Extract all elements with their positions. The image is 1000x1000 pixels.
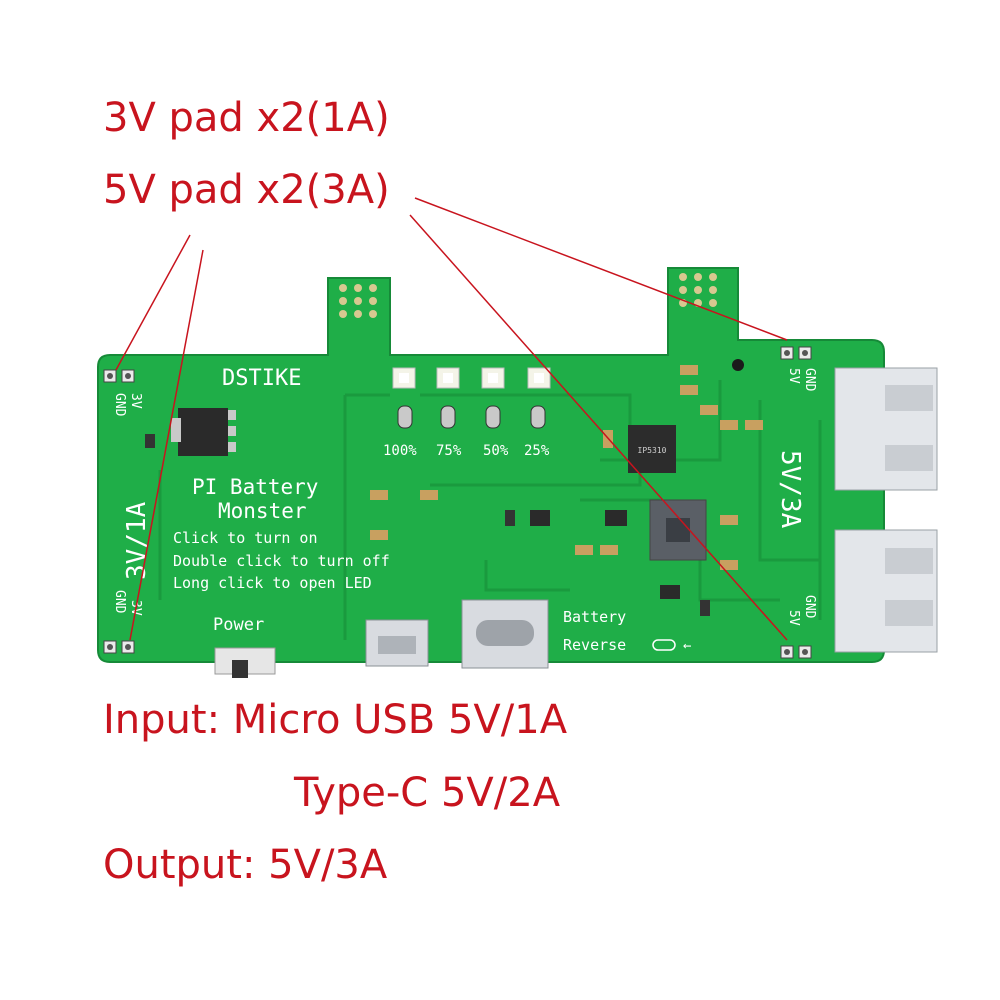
board-title-line2: Monster bbox=[218, 499, 307, 523]
brand-label: DSTIKE bbox=[222, 366, 301, 391]
pad-3v-top-label: 3V bbox=[128, 393, 143, 409]
ic-label: IP5310 bbox=[638, 446, 667, 455]
pad-gnd-bottom-label: GND bbox=[112, 590, 127, 614]
callout-3v-pads: 3V pad x2(1A) bbox=[103, 95, 390, 141]
reverse-label: Reverse bbox=[563, 636, 626, 654]
usb-a-ports bbox=[834, 367, 938, 653]
instruction-line2: Double click to turn off bbox=[173, 552, 390, 570]
micro-usb-port bbox=[365, 619, 429, 667]
header-pins-right bbox=[679, 273, 717, 307]
arrow-left-icon: ← bbox=[683, 638, 691, 654]
power-label: Power bbox=[213, 615, 264, 635]
pad-5v-bottom-label: 5V bbox=[786, 610, 801, 626]
voltage-regulator bbox=[171, 408, 236, 456]
reverse-indicator bbox=[652, 639, 676, 651]
pad-gnd-top-label: GND bbox=[112, 393, 127, 417]
led-level-75: 75% bbox=[436, 443, 462, 459]
pad-gnd-right-top-label: GND bbox=[802, 368, 817, 392]
inductor bbox=[649, 499, 707, 561]
board-title-line1: PI Battery bbox=[192, 475, 318, 499]
pad-5v-top-label: 5V bbox=[786, 368, 801, 384]
header-pins-left bbox=[335, 283, 383, 318]
right-pads bbox=[780, 346, 812, 659]
instruction-line3: Long click to open LED bbox=[173, 574, 372, 592]
power-button bbox=[214, 647, 276, 678]
smd-parts bbox=[370, 365, 763, 616]
pad-gnd-right-bottom-label: GND bbox=[802, 595, 817, 619]
callout-lines bbox=[115, 197, 788, 641]
callout-output: Output: 5V/3A bbox=[103, 842, 388, 888]
status-leds bbox=[392, 367, 551, 389]
led-level-50: 50% bbox=[483, 443, 509, 459]
battery-label: Battery bbox=[563, 608, 626, 626]
led-level-25: 25% bbox=[524, 443, 550, 459]
type-c-port bbox=[461, 599, 549, 669]
callout-input-type-c: Type-C 5V/2A bbox=[294, 770, 561, 816]
board-hole bbox=[732, 359, 744, 371]
led-resistors bbox=[397, 405, 546, 429]
callout-input-micro-usb: Input: Micro USB 5V/1A bbox=[103, 697, 568, 743]
callout-5v-pads: 5V pad x2(3A) bbox=[103, 167, 390, 213]
power-ic: IP5310 bbox=[628, 425, 676, 473]
right-rating-label: 5V/3A bbox=[775, 450, 805, 529]
led-level-100: 100% bbox=[383, 443, 417, 459]
left-rating-label: 3V/1A bbox=[122, 501, 152, 580]
instruction-line1: Click to turn on bbox=[173, 529, 318, 547]
left-pads bbox=[103, 369, 135, 654]
smd-component bbox=[145, 434, 155, 448]
